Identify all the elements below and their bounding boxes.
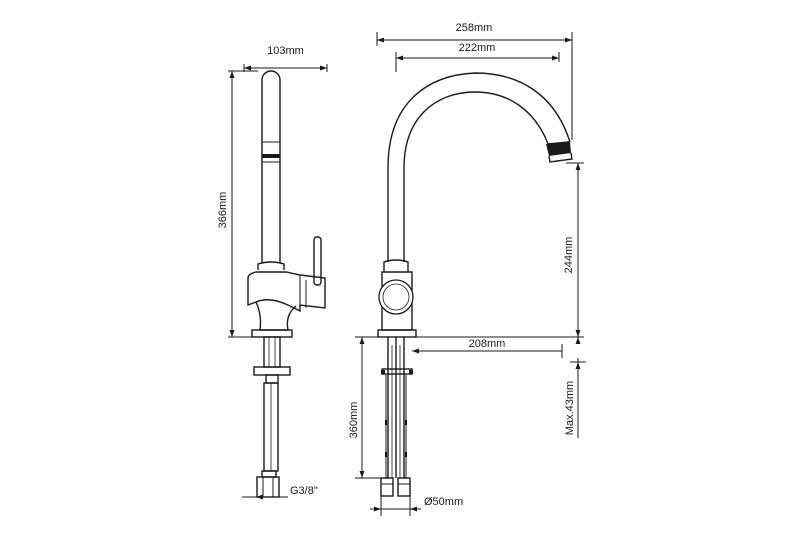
front-view: 258mm 222mm 244mm 208mm Max.43mm 360mm	[348, 22, 586, 516]
dim-base-diameter: Ø50mm	[424, 496, 463, 508]
front-spout-inner	[403, 91, 549, 262]
side-spout-pipe	[261, 70, 281, 263]
front-hose-connector-left	[380, 477, 394, 497]
dim-side-width: 103mm	[267, 45, 304, 57]
side-aerator	[262, 154, 280, 158]
front-spout-outer	[387, 72, 571, 262]
dim-front-total-width: 258mm	[456, 22, 493, 34]
side-base	[251, 329, 293, 338]
side-hose-connector	[256, 476, 280, 498]
dim-side-height: 366mm	[217, 192, 229, 229]
dim-max-deck: Max.43mm	[564, 381, 576, 435]
front-handle-knob	[378, 279, 414, 315]
side-handle-lever	[313, 236, 322, 286]
dim-base-to-spout: 208mm	[469, 338, 506, 350]
front-base	[377, 329, 417, 338]
dim-spout-height: 244mm	[563, 237, 575, 274]
side-mounting-nut	[253, 366, 291, 376]
front-mounting-nut	[381, 368, 413, 375]
front-aerator	[546, 141, 571, 156]
dim-spout-reach: 222mm	[459, 42, 496, 54]
side-view: 103mm 366mm G3/8"	[217, 45, 328, 500]
dim-hose-length: 360mm	[348, 402, 360, 439]
dim-hose-thread: G3/8"	[290, 485, 318, 497]
front-hose-connector-right	[397, 477, 411, 497]
side-body	[247, 271, 326, 313]
